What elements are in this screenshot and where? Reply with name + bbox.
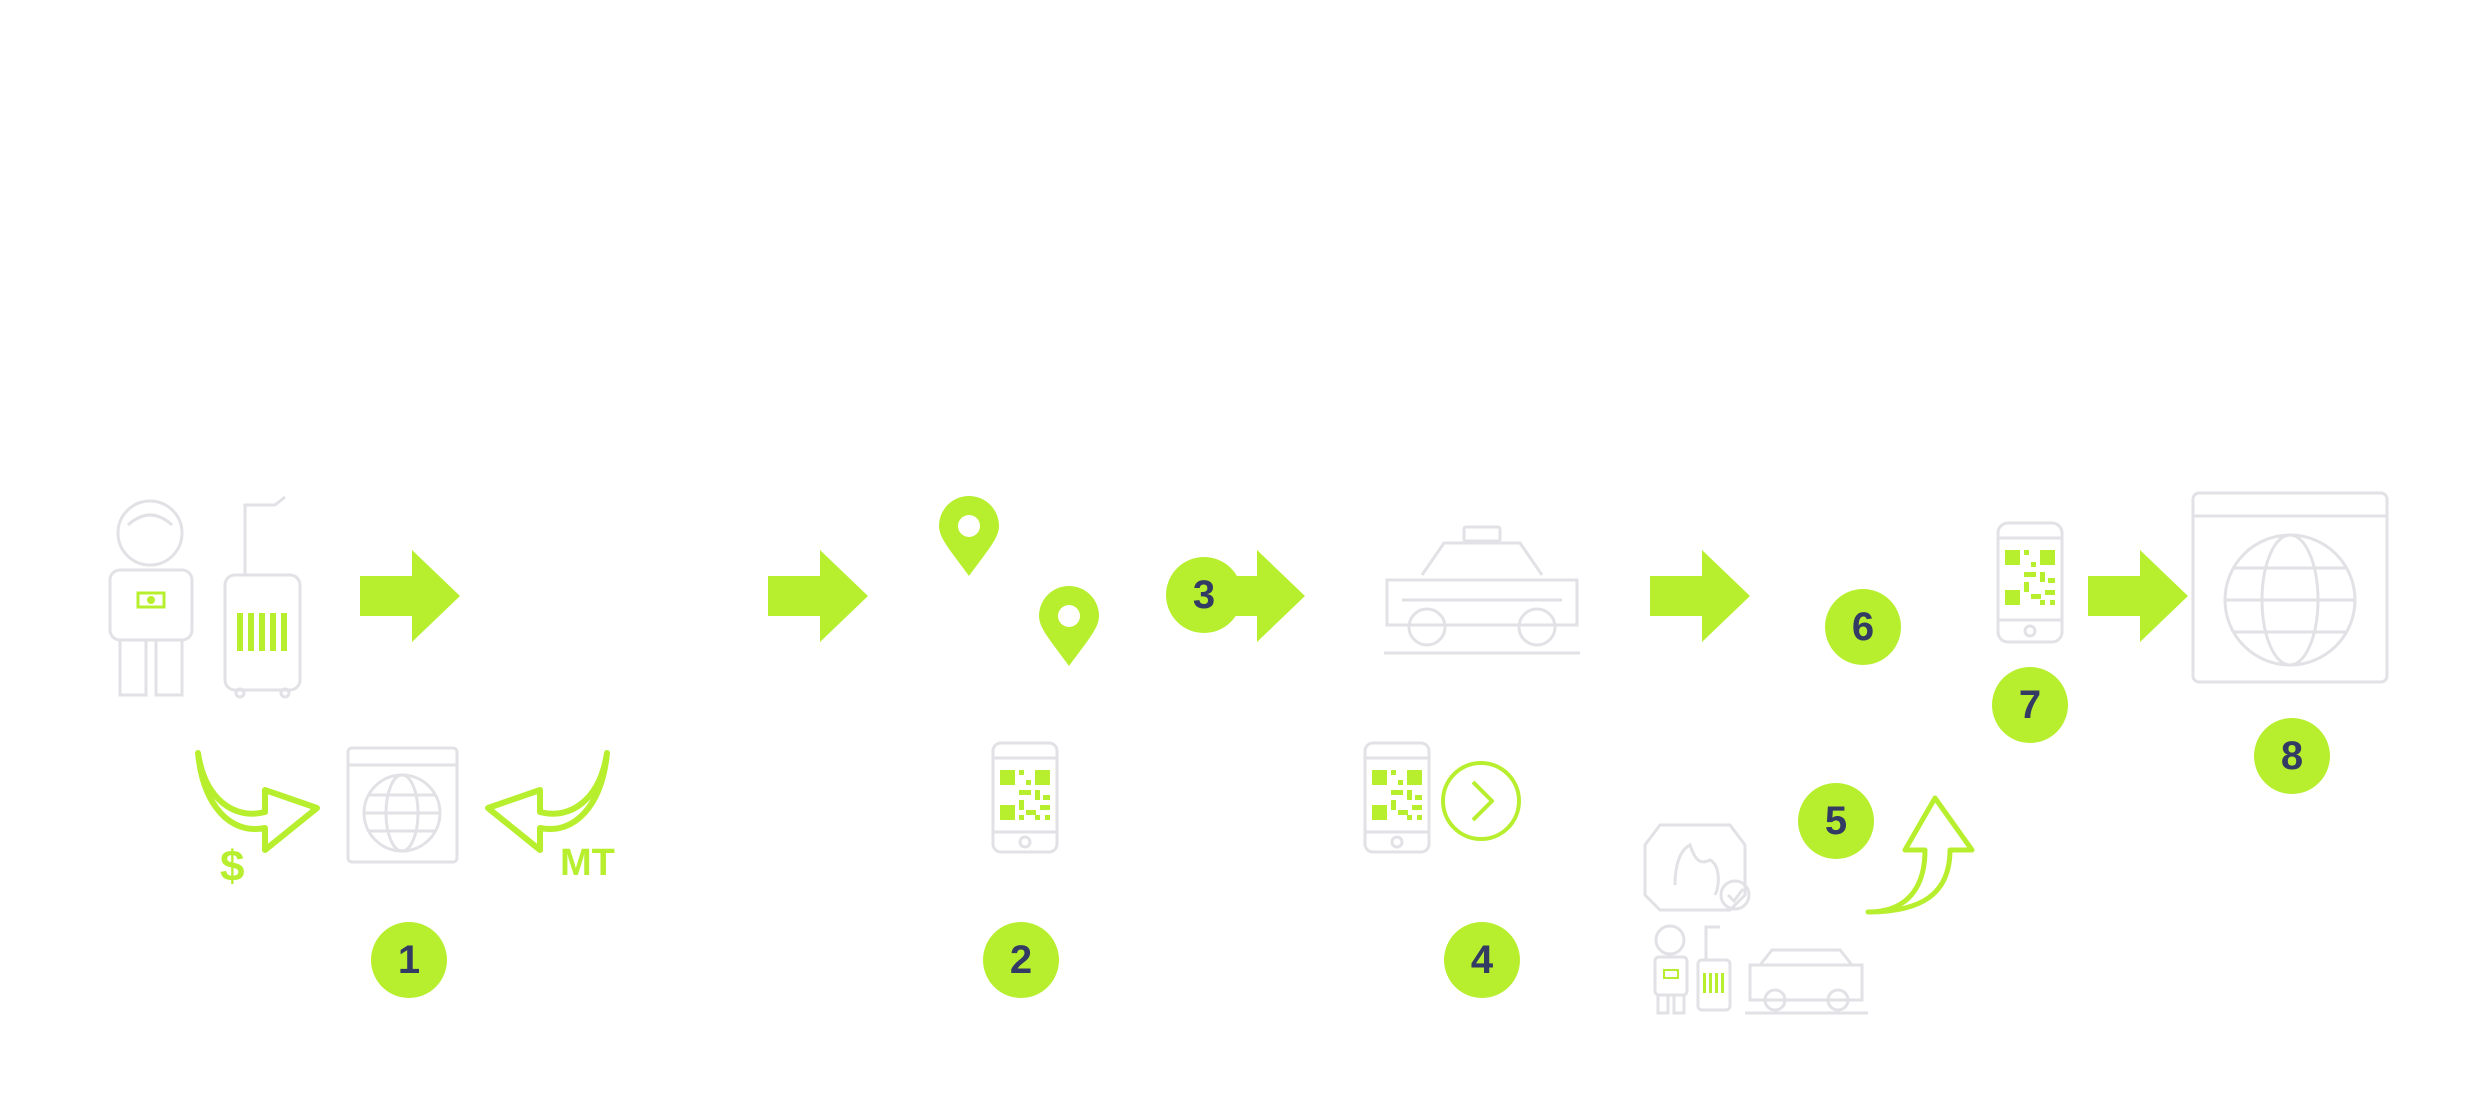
mt-curved-arrow-icon xyxy=(485,750,610,853)
step-8-badge: 8 xyxy=(2254,718,2330,794)
traveler-with-luggage-icon xyxy=(108,495,302,699)
arrow-right-icon xyxy=(1205,550,1305,642)
phone-qr-code-icon xyxy=(1363,741,1431,854)
step-6-badge: 6 xyxy=(1825,589,1901,665)
step-2-badge: 2 xyxy=(983,922,1059,998)
location-pin-icon xyxy=(939,496,999,576)
arrow-right-icon xyxy=(1650,550,1750,642)
arrow-right-icon xyxy=(768,550,868,642)
taxi-icon xyxy=(1384,525,1580,655)
location-pin-icon xyxy=(1039,586,1099,666)
step-7-badge: 7 xyxy=(1992,667,2068,743)
currency-symbol: $ xyxy=(220,842,245,891)
hand-approval-icon xyxy=(1643,823,1868,1015)
money-curved-arrow-icon xyxy=(195,750,320,853)
step-4-badge: 4 xyxy=(1444,922,1520,998)
step-5-badge: 5 xyxy=(1798,783,1874,859)
arrow-right-icon xyxy=(360,550,460,642)
mt-label: MT xyxy=(560,842,615,884)
globe-browser-icon xyxy=(346,746,459,864)
phone-qr-code-icon xyxy=(991,741,1059,854)
step-3-badge: 3 xyxy=(1166,557,1242,633)
globe-browser-icon xyxy=(2191,491,2389,684)
arrow-right-icon xyxy=(2088,550,2188,642)
chevron-circle-icon xyxy=(1441,761,1521,841)
curved-up-arrow-icon xyxy=(1865,795,1975,915)
phone-qr-code-icon xyxy=(1996,521,2064,644)
step-1-badge: 1 xyxy=(371,922,447,998)
